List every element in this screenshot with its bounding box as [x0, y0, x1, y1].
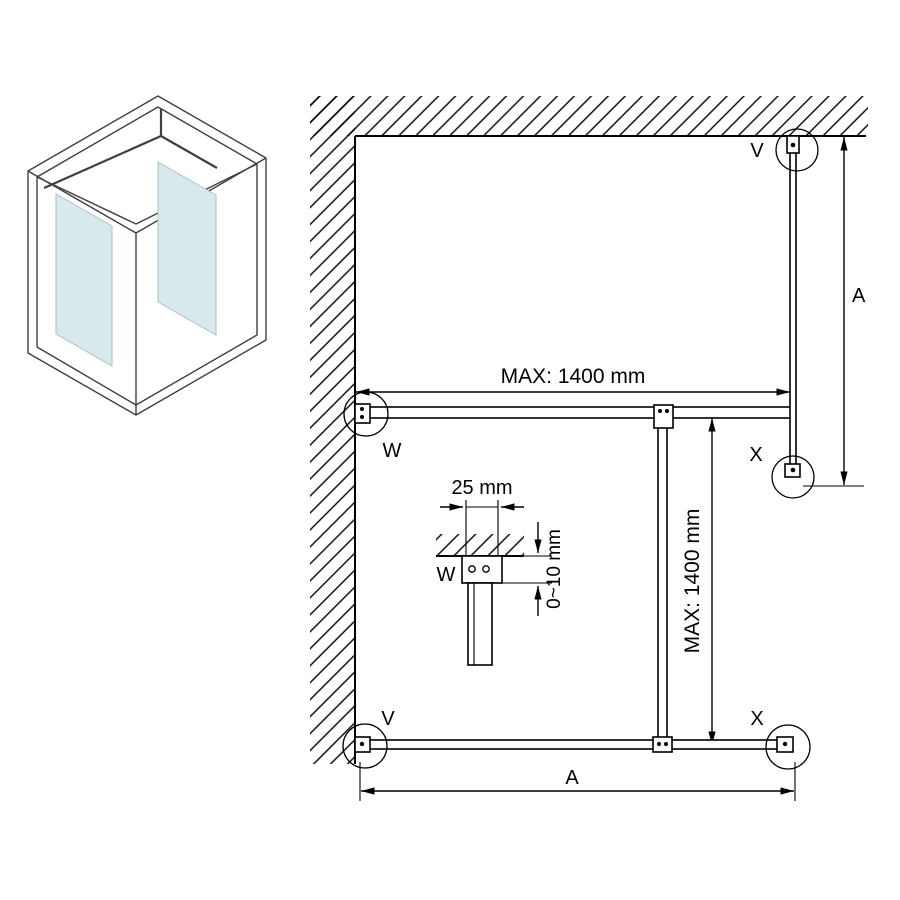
glass-bar-bottom [368, 739, 782, 750]
iso-ceiling-front-edge-inner [36, 163, 258, 225]
detail-gap-label: 0~10 mm [544, 529, 565, 609]
label-v-bottom: V [381, 708, 395, 730]
label-v-top: V [750, 140, 764, 162]
callout-circle-v-top [775, 128, 819, 172]
glass-panel-right [157, 161, 217, 336]
detail-glass-profile [467, 582, 493, 666]
glass-bar-vertical [657, 417, 668, 741]
dim-max-top-label: MAX: 1400 mm [501, 365, 646, 388]
dim-a-right-label: A [852, 285, 866, 307]
detail-25mm-label: 25 mm [451, 477, 512, 499]
dimension-max-top: MAX: 1400 mm [356, 365, 790, 396]
detail-wall-hatch [436, 534, 524, 556]
detail-w-label: W [437, 564, 456, 586]
isometric-preview [27, 95, 267, 416]
wall-top-hatch [310, 96, 868, 136]
detail-view: 25 mm W 0~10 mm [436, 477, 565, 666]
detail-wall-bracket [461, 555, 503, 584]
support-bar-top-right [789, 151, 797, 467]
callout-circle-w [343, 391, 389, 437]
wall-top [310, 96, 868, 137]
dim-a-bottom-label: A [565, 767, 579, 789]
label-x-top: X [749, 444, 762, 466]
callout-circle-x-top [771, 455, 815, 499]
dimension-a-right: A [803, 137, 866, 487]
fitting-x-top: X [749, 444, 815, 499]
label-w: W [383, 440, 402, 462]
dimension-a-bottom: A [359, 762, 796, 801]
iso-support-bars [43, 109, 218, 190]
iso-outer-frame [27, 95, 267, 416]
fitting-v-top: V [750, 128, 819, 172]
label-x-bottom: X [750, 708, 763, 730]
fitting-v-bottom: V [342, 708, 395, 769]
junction-bracket [653, 404, 674, 429]
dimension-max-middle: MAX: 1400 mm [673, 416, 722, 747]
foot-bracket [652, 736, 673, 753]
callout-circle-x-bottom [765, 724, 811, 770]
fitting-w-wall: W [343, 391, 402, 462]
glass-panel-left [55, 193, 113, 367]
dim-max-middle-label: MAX: 1400 mm [681, 509, 704, 654]
iso-inner-frame [36, 106, 258, 406]
wall-left-hatch [310, 96, 355, 764]
callout-circle-v-bottom [342, 723, 388, 769]
glass-bar-horizontal [367, 406, 793, 419]
wall-left [310, 96, 356, 764]
fitting-x-bottom: X [750, 708, 811, 770]
